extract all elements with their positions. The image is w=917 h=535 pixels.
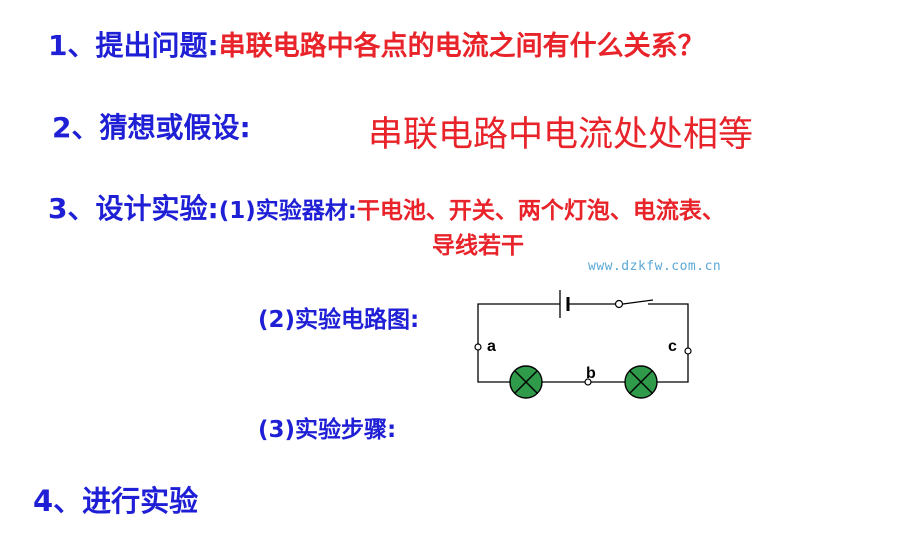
step2-label: 2、猜想或假设: [52, 111, 251, 144]
step1-label: 1、提出问题: [48, 29, 219, 62]
wire-top-left [477, 303, 560, 344]
step3-line: 3、设计实验:(1)实验器材:干电池、开关、两个灯泡、电流表、 [48, 187, 725, 227]
wire-top-right [648, 303, 689, 348]
materials-line1: 干电池、开关、两个灯泡、电流表、 [356, 198, 725, 224]
step1-line: 1、提出问题:串联电路中各点的电流之间有什么关系？ [48, 24, 705, 64]
step1-question: 串联电路中各点的电流之间有什么关系？ [218, 31, 705, 62]
circuit-label: (2)实验电路图: [258, 307, 420, 333]
point-c-node [684, 347, 692, 355]
materials-label: (1)实验器材: [218, 198, 357, 224]
point-a-label: a [487, 338, 496, 355]
wire-right-bottom [657, 354, 689, 383]
circuit-diagram: a b c [474, 290, 692, 399]
switch-contact [614, 299, 624, 309]
point-c-label: c [668, 338, 677, 355]
step2-line: 2、猜想或假设: [52, 106, 251, 146]
wire-left-bottom [477, 350, 510, 383]
step4-label: 4、进行实验 [33, 484, 199, 518]
materials-line2: 导线若干 [432, 233, 524, 259]
lamp-1-icon [509, 365, 543, 399]
point-b-node [584, 378, 592, 386]
steps-label: (3)实验步骤: [258, 417, 397, 443]
step2-hypothesis: 串联电路中电流处处相等 [368, 115, 754, 155]
point-a-node [474, 343, 482, 351]
lamp-2-icon [624, 365, 658, 399]
point-b-label: b [586, 365, 596, 382]
switch-lever [622, 299, 654, 305]
watermark: www.dzkfw.com.cn [588, 259, 722, 274]
step3-label: 3、设计实验: [48, 192, 219, 225]
